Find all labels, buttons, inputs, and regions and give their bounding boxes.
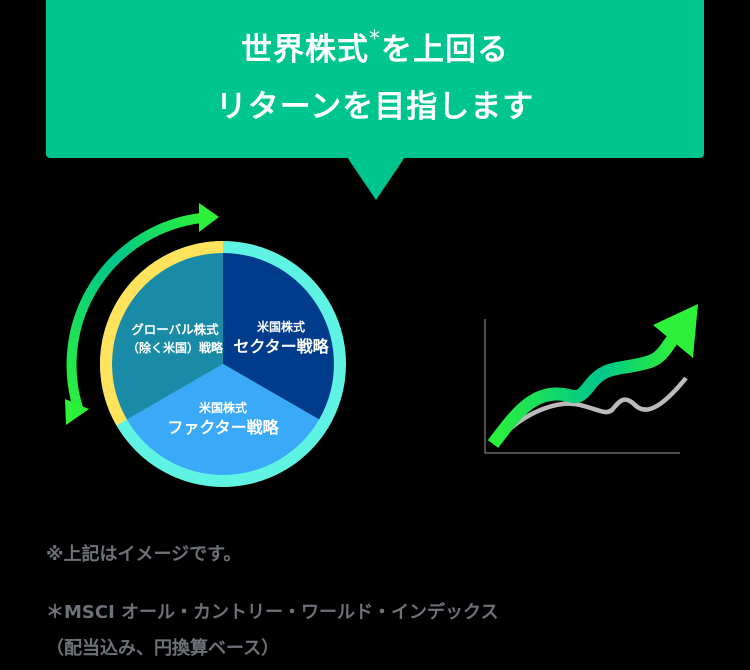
fund-line [487, 336, 678, 448]
headline-line-2: リターンを目指します [215, 89, 535, 125]
performance-chart [484, 304, 698, 454]
asterisk-mark: * [369, 27, 381, 52]
label-factor: 米国株式 ファクター戦略 [167, 401, 279, 437]
index-note-line-1: ＊MSCI オール・カントリー・ワールド・インデックス [46, 602, 499, 623]
headline-bubble [46, 0, 704, 158]
label-global: グローバル株式 （除く米国）戦略 [126, 322, 223, 355]
image-note: ※上記はイメージです。 [46, 544, 242, 565]
slice-sector [223, 253, 334, 420]
slice-factor [126, 364, 320, 475]
benchmark-line [503, 376, 688, 435]
pie-chart [112, 253, 334, 475]
rotation-arrow-icon [65, 203, 219, 425]
headline: 世界株式*を上回る リターンを目指します [46, 22, 704, 136]
bubble-tail [347, 157, 405, 200]
up-arrow-icon [653, 304, 698, 358]
headline-line-1: 世界株式*を上回る [241, 27, 509, 69]
slice-global [112, 253, 223, 420]
index-note-line-2: （配当込み、円換算ベース） [46, 638, 280, 659]
label-sector: 米国株式 セクター戦略 [233, 320, 329, 356]
